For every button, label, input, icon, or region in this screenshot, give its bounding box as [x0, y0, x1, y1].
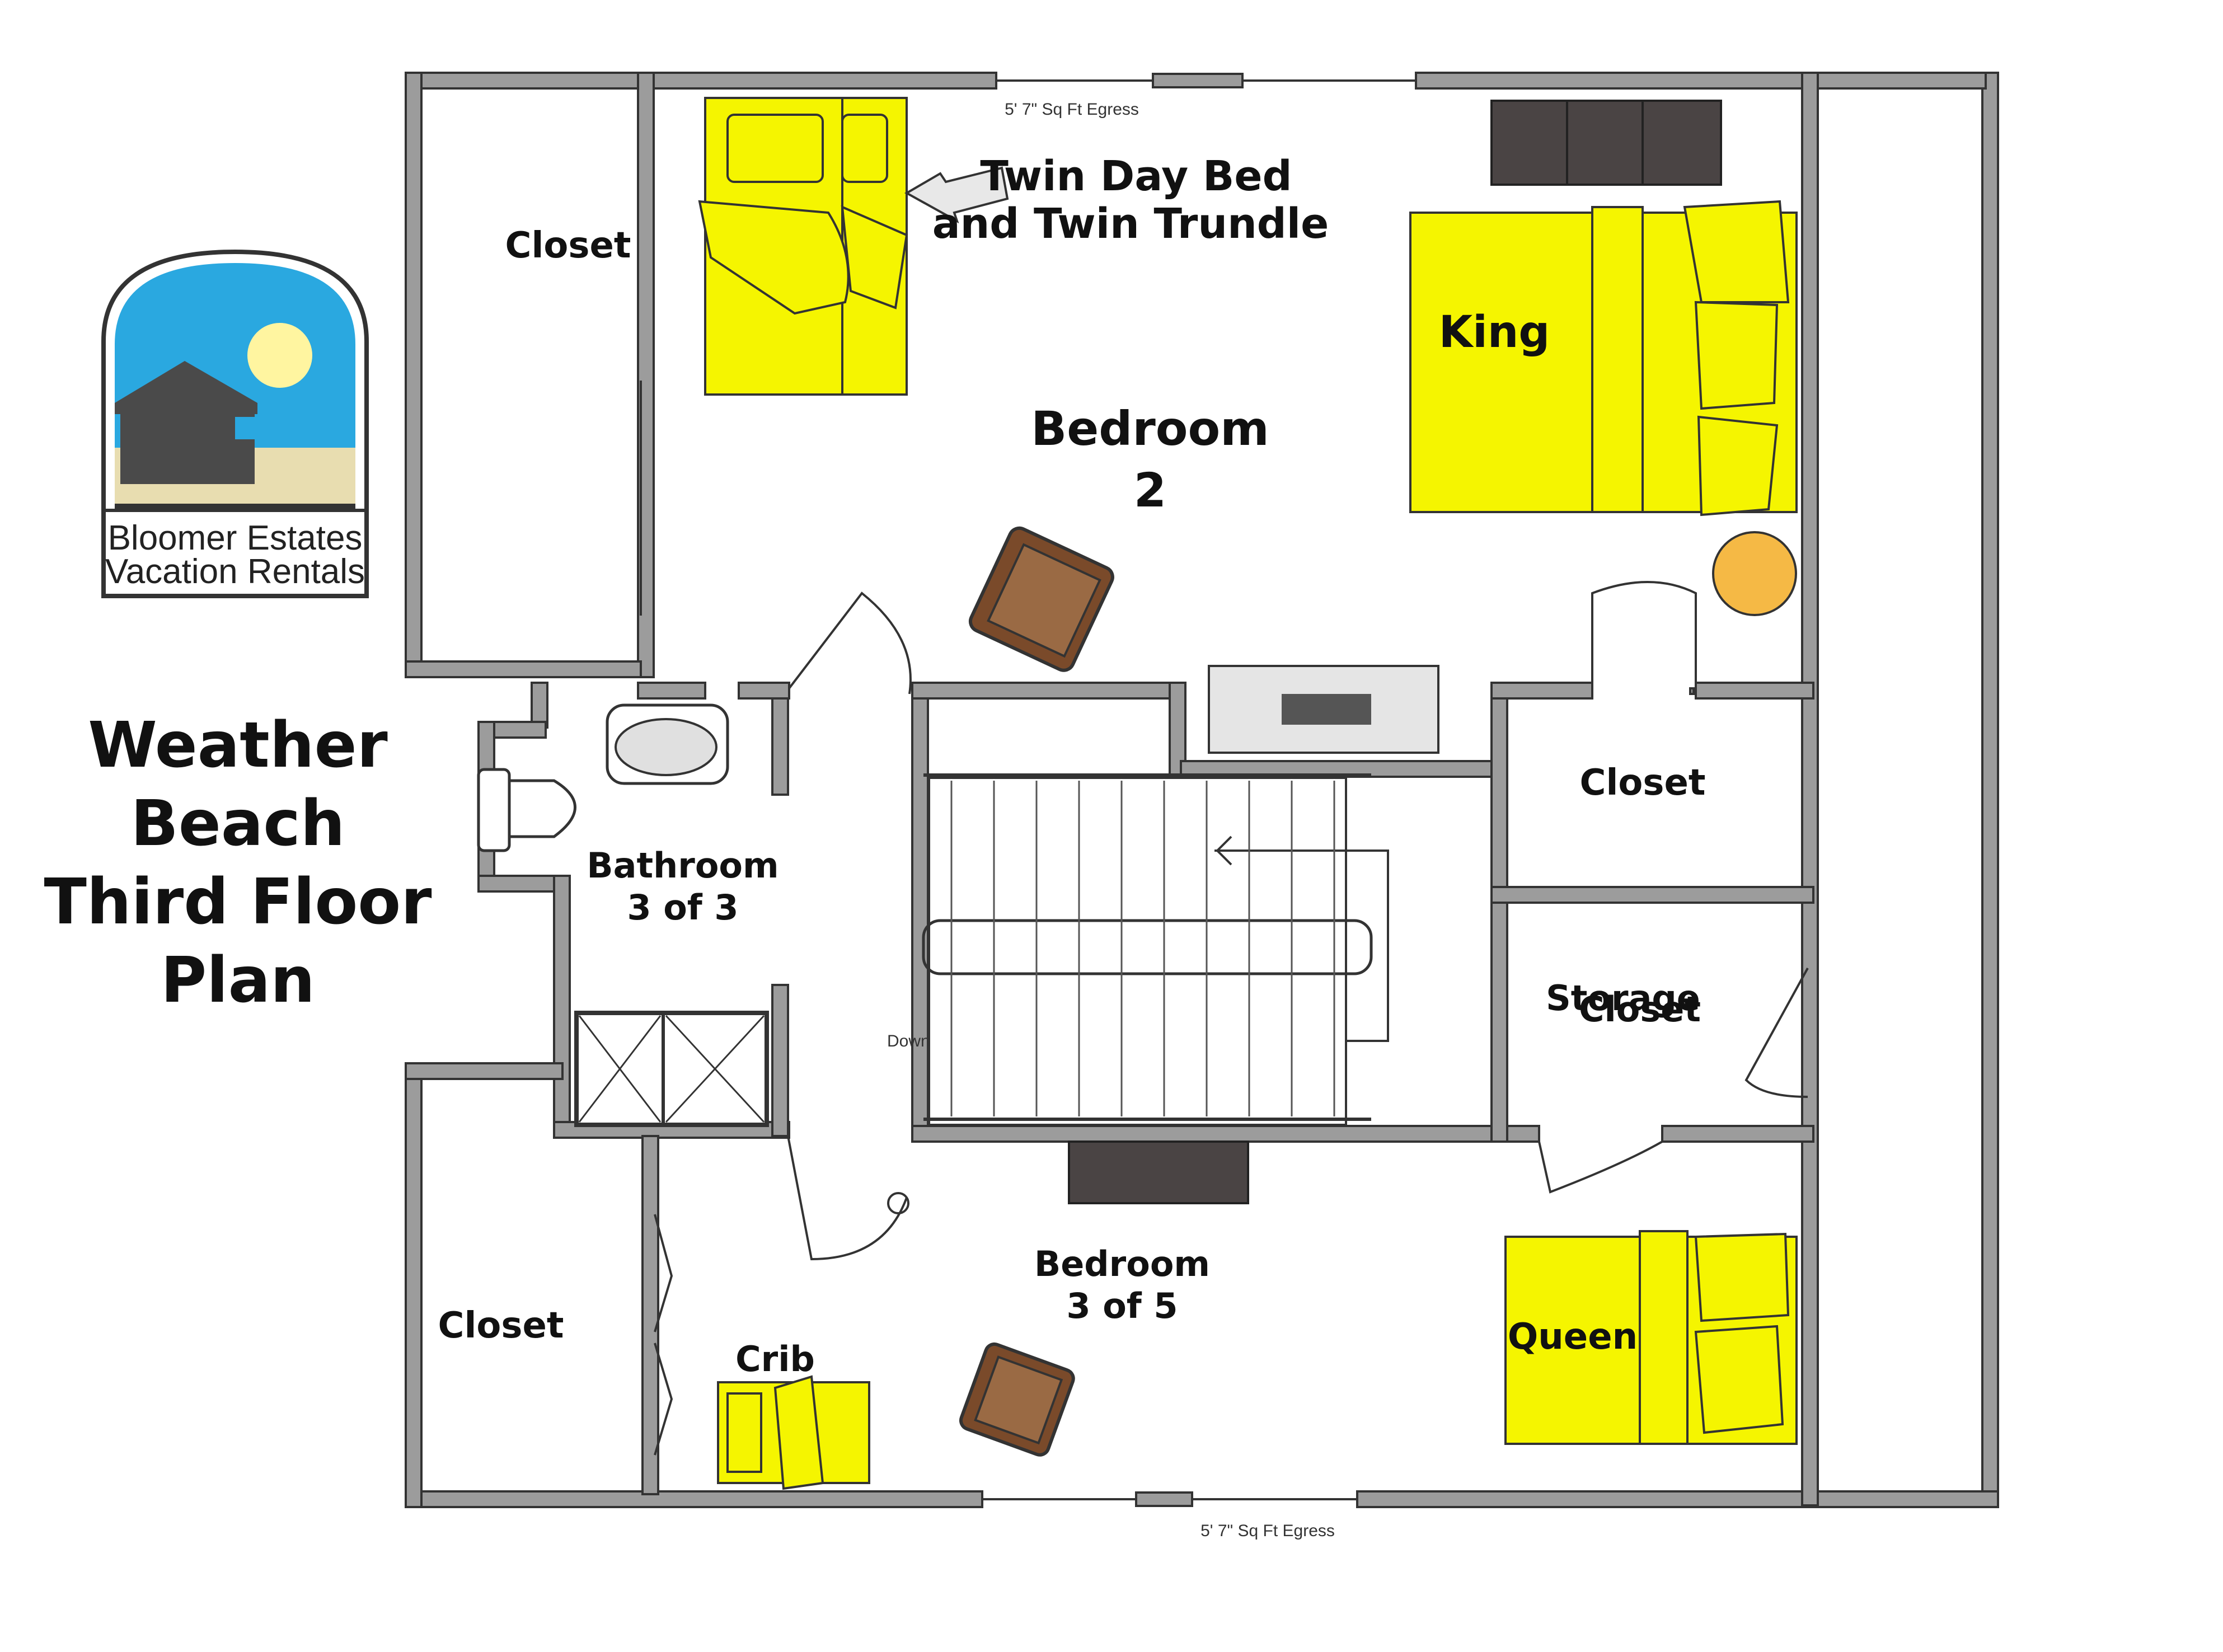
- king-bed: [1409, 200, 1798, 517]
- chair-bedroom-2: [968, 526, 1114, 672]
- bedroom2-label-2: 2: [1134, 463, 1166, 518]
- bathroom-label-1: Bathroom: [587, 845, 778, 886]
- bedroom3-label-1: Bedroom: [1034, 1243, 1210, 1284]
- dresser-bottom: [1068, 1141, 1249, 1204]
- egress-bottom-note: 5' 7" Sq Ft Egress: [1200, 1522, 1335, 1540]
- logo-line2: Vacation Rentals: [105, 552, 365, 591]
- closet-top-left-label: Closet: [505, 225, 631, 266]
- title-line-3: Third Floor: [44, 866, 432, 938]
- crib-label: Crib: [735, 1339, 815, 1379]
- bedroom2-label-1: Bedroom: [1031, 401, 1269, 456]
- queen-label: Queen: [1508, 1316, 1638, 1358]
- shower-icon: [574, 1011, 769, 1127]
- sun-icon: [247, 323, 312, 388]
- windows: [982, 73, 1416, 1507]
- window-top: [1152, 73, 1244, 88]
- logo-line1: Bloomer Estates: [108, 519, 363, 557]
- title-line-2: Beach: [130, 787, 345, 860]
- bathroom-label-2: 3 of 3: [627, 887, 738, 928]
- door-stop-icon: [887, 1192, 909, 1214]
- plan-title: Weather Beach Third Floor Plan: [44, 709, 432, 1017]
- twin-label-2: and Twin Trundle: [932, 200, 1329, 248]
- closet-bottom-left-label: Closet: [438, 1305, 564, 1346]
- stair-treads: [950, 781, 1335, 1116]
- title-line-1: Weather: [88, 709, 388, 782]
- title-line-4: Plan: [161, 944, 315, 1017]
- lamp-table-icon: [1712, 531, 1797, 616]
- storage-closet-label: Closet: [1579, 989, 1701, 1030]
- egress-top-note: 5' 7" Sq Ft Egress: [1005, 100, 1139, 119]
- chair-bedroom-3: [959, 1342, 1075, 1457]
- house-icon: [115, 361, 257, 414]
- storage-label: Storage: [1546, 978, 1700, 1019]
- king-label: King: [1439, 307, 1550, 358]
- toilet-icon: [477, 768, 576, 852]
- twin-arrow-icon: [904, 166, 1009, 224]
- walls: [405, 72, 1999, 1508]
- window-bottom: [1135, 1491, 1193, 1507]
- twin-label-1: Twin Day Bed: [980, 152, 1292, 200]
- doors: [640, 381, 1809, 1456]
- staircase: [922, 773, 1389, 1126]
- bedroom3-label-2: 3 of 5: [1066, 1285, 1178, 1326]
- queen-bed: [1504, 1230, 1798, 1445]
- twin-day-bed: [698, 97, 908, 396]
- closet-right-label: Closet: [1580, 762, 1706, 804]
- sink-icon: [606, 703, 729, 785]
- stairs-down-note: Down: [887, 1032, 930, 1050]
- crib: [717, 1375, 870, 1490]
- dresser-top: [1490, 100, 1722, 186]
- logo: Bloomer Estates Vacation Rentals: [101, 249, 369, 598]
- room-labels: Bedroom 2 Bedroom 3 of 5 Bathroom 3 of 3…: [438, 100, 1706, 1540]
- tv-icon: [1282, 694, 1371, 725]
